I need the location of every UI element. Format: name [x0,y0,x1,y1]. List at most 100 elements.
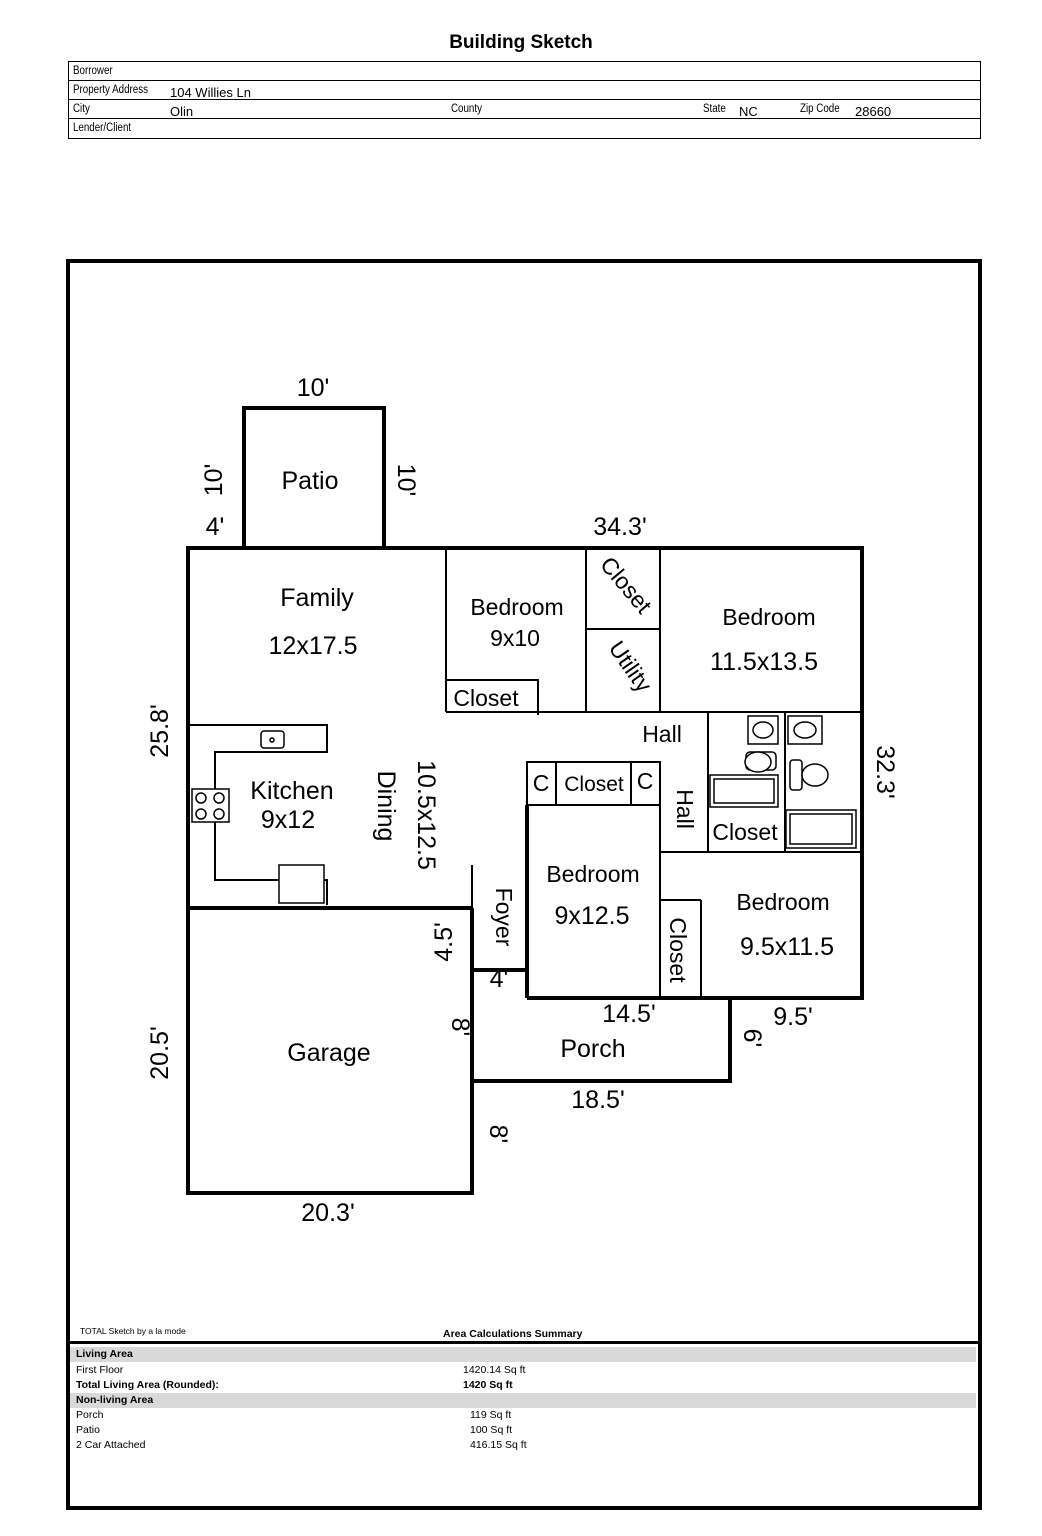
state-label: State [703,103,726,115]
family-size: 12x17.5 [269,632,358,660]
garage-label: Garage [287,1039,370,1067]
toilet-tank-icon [789,759,803,791]
dim-porch-top: 14.5' [602,1000,655,1028]
dim-patio-left: 10' [200,464,228,497]
bedroom3-label: Bedroom [546,861,639,887]
garage-area-value: 416.15 Sq ft [470,1439,527,1451]
first-floor-label: First Floor [76,1364,124,1376]
county-label: County [451,103,482,115]
property-info-table: Borrower Property Address 104 Willies Ln… [68,61,981,139]
burner-icon [213,792,225,804]
dim-left-upper: 25.8' [146,704,174,757]
dim-foyer-height: 4.5' [430,922,458,962]
foyer-label: Foyer [491,888,517,947]
first-floor-value: 1420.14 Sq ft [463,1364,526,1376]
porch-area-row: Porch 119 Sq ft [70,1408,976,1423]
bedroom4-label: Bedroom [736,889,829,915]
toilet-bowl-icon [744,751,772,773]
bedroom4-size: 9.5x11.5 [740,933,834,961]
city-row: City Olin County State NC Zip Code 28660 [69,100,980,119]
bedroom2-label: Bedroom [722,604,815,630]
dim-porch-step-height: 6' [738,1029,766,1048]
zip-value: 28660 [855,104,892,119]
borrower-row: Borrower [69,62,980,81]
total-living-label: Total Living Area (Rounded): [76,1379,219,1391]
software-credit: TOTAL Sketch by a la mode [80,1326,186,1336]
burner-icon [195,808,207,820]
total-living-row: Total Living Area (Rounded): 1420 Sq ft [70,1378,976,1393]
state-value: NC [739,104,758,119]
dim-foyer-width: 4' [490,965,509,993]
sink-basin-icon [793,721,817,739]
patio-area-value: 100 Sq ft [470,1424,513,1436]
closet-top-label: Closet [595,552,657,619]
dim-porch-left: 8' [446,1018,474,1037]
bedroom2-size: 11.5x13.5 [710,648,818,676]
sketch-frame [66,259,982,1510]
porch-label: Porch [560,1035,625,1063]
closet-c-right-label: C [637,768,654,794]
toilet-bowl-icon [801,763,829,787]
dim-garage-bottom: 20.3' [301,1199,354,1227]
dim-porch-step-width: 9.5' [773,1003,813,1031]
patio-area-row: Patio 100 Sq ft [70,1423,976,1438]
patio-label: Patio [282,467,339,495]
bathtub-inner-icon [713,778,775,804]
fridge-icon [278,864,325,904]
dining-label: Dining [372,771,400,842]
closet-c-left-label: C [533,770,550,796]
living-area-header: Living Area [70,1347,976,1362]
zip-label: Zip Code [800,103,840,115]
lender-label: Lender/Client [73,122,132,134]
bedroom3-closet-label: Closet [665,917,691,983]
family-label: Family [280,584,354,612]
city-value: Olin [170,104,194,119]
hall-label: Hall [642,721,682,747]
bedroom1-size: 9x10 [490,625,540,651]
bedroom3-size: 9x12.5 [554,902,629,930]
burner-icon [213,808,225,820]
sink-drain-icon [269,737,275,743]
patio-area-label: Patio [76,1424,100,1436]
kitchen-label: Kitchen [250,777,333,805]
city-label: City [73,103,90,115]
burner-icon [195,792,207,804]
porch-area-label: Porch [76,1409,104,1421]
closet-mid-label: Closet [564,773,624,796]
lender-row: Lender/Client [69,119,980,138]
hall-vertical-label: Hall [672,789,698,829]
kitchen-counter [190,724,328,905]
dim-porch-bottom: 18.5' [571,1086,624,1114]
sink-basin-icon [752,721,774,739]
dim-right-side: 32.3' [871,745,899,798]
bedroom1-closet-label: Closet [453,685,519,711]
borrower-label: Borrower [73,65,113,77]
bathtub-inner-icon [789,813,853,845]
bedroom1-label: Bedroom [470,594,563,620]
dim-garage-right-lower: 8' [484,1125,512,1144]
dim-patio-right: 10' [392,464,420,497]
total-living-value: 1420 Sq ft [463,1379,513,1391]
house-outline [186,546,864,1195]
summary-separator [66,1341,982,1344]
dim-garage-left: 20.5' [146,1026,174,1079]
living-area-label: Living Area [76,1348,133,1360]
utility-label: Utility [604,636,658,697]
garage-area-row: 2 Car Attached 416.15 Sq ft [70,1438,976,1453]
address-value: 104 Willies Ln [170,85,251,100]
closet-row-outline [526,761,661,806]
bedroom1-closet-wall [446,679,539,715]
kitchen-size: 9x12 [261,806,315,834]
address-label: Property Address [73,84,148,96]
dim-patio-top: 10' [297,374,330,402]
address-row: Property Address 104 Willies Ln [69,81,980,100]
area-summary-title: Area Calculations Summary [443,1328,583,1340]
porch-area-value: 119 Sq ft [470,1409,512,1421]
page-title: Building Sketch [449,32,593,53]
dining-size: 10.5x12.5 [412,760,440,870]
non-living-area-header: Non-living Area [70,1393,976,1408]
non-living-area-label: Non-living Area [76,1394,154,1406]
garage-area-label: 2 Car Attached [76,1439,146,1451]
bath-closet-label: Closet [712,819,778,845]
